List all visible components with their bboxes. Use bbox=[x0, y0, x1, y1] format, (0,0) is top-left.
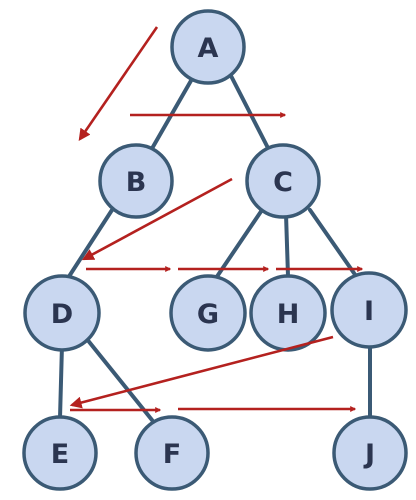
node-G-label: G bbox=[197, 299, 219, 330]
node-C-label: C bbox=[273, 167, 293, 198]
traversal-arrow bbox=[81, 177, 233, 261]
node-D: D bbox=[23, 274, 101, 352]
edge-C-I bbox=[308, 208, 358, 278]
node-I-label: I bbox=[364, 296, 374, 327]
node-F: F bbox=[134, 415, 210, 491]
node-C: C bbox=[245, 143, 321, 219]
node-B-label: B bbox=[126, 167, 147, 198]
edge-D-F bbox=[84, 336, 154, 422]
node-H: H bbox=[249, 274, 327, 352]
tree-nodes: A B C D G H I bbox=[22, 9, 408, 491]
node-J: J bbox=[332, 415, 408, 491]
node-A-label: A bbox=[198, 33, 219, 64]
edge-C-G bbox=[214, 208, 264, 280]
traversal-arrow bbox=[78, 26, 159, 141]
node-H-label: H bbox=[277, 299, 300, 330]
edge-D-E bbox=[58, 343, 64, 420]
tree-edges bbox=[58, 68, 372, 422]
node-A: A bbox=[170, 9, 246, 85]
node-E-label: E bbox=[51, 439, 69, 470]
edge-B-D bbox=[66, 208, 114, 280]
node-D-circle bbox=[23, 274, 101, 352]
traversal-arrows bbox=[69, 26, 364, 413]
node-I: I bbox=[330, 271, 408, 349]
node-G-circle bbox=[169, 274, 247, 352]
node-G: G bbox=[169, 274, 247, 352]
node-J-label: J bbox=[363, 439, 375, 470]
node-D-label: D bbox=[51, 299, 73, 330]
node-B: B bbox=[98, 143, 174, 219]
traversal-arrow bbox=[69, 335, 334, 409]
node-B-circle bbox=[98, 143, 174, 219]
node-I-circle bbox=[330, 271, 408, 349]
node-E-circle bbox=[22, 415, 98, 491]
edge-C-H bbox=[284, 212, 290, 278]
node-F-label: F bbox=[163, 439, 181, 470]
node-C-circle bbox=[245, 143, 321, 219]
node-A-circle bbox=[170, 9, 246, 85]
edge-A-C bbox=[226, 68, 270, 150]
node-F-circle bbox=[134, 415, 210, 491]
node-J-circle bbox=[332, 415, 408, 491]
node-E: E bbox=[22, 415, 98, 491]
edge-A-B bbox=[148, 70, 198, 154]
